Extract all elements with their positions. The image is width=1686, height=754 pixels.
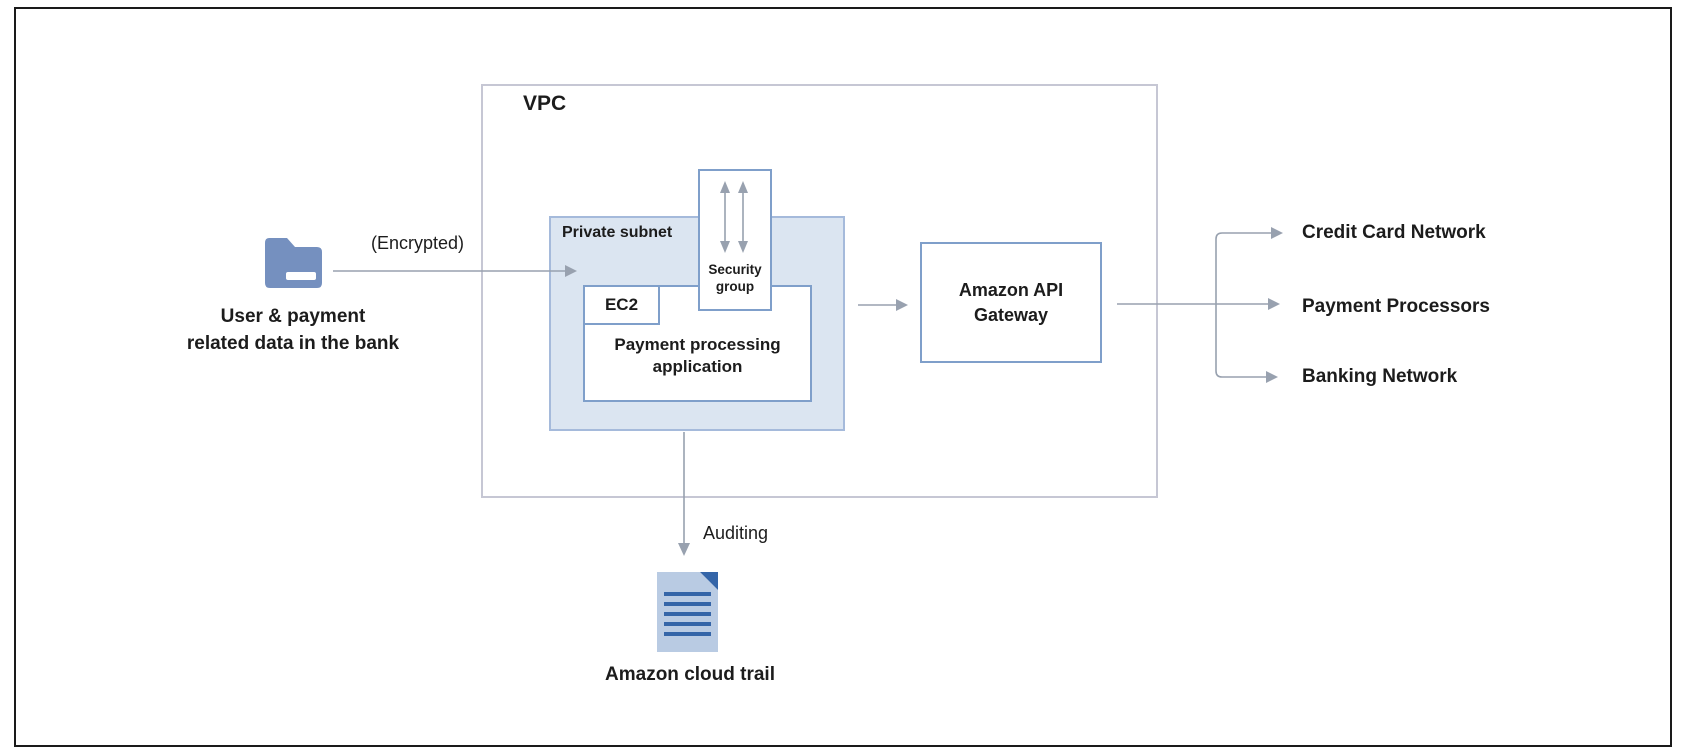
vpc-label: VPC — [523, 92, 567, 115]
ec2-box: EC2 — [583, 285, 660, 325]
folder-slot — [286, 272, 316, 280]
folder-icon — [265, 238, 322, 288]
security-group-label: Security group — [708, 262, 762, 294]
source-data-label: User & payment related data in the bank — [186, 306, 400, 354]
ec2-label: EC2 — [604, 295, 639, 314]
diagram-frame — [14, 7, 1672, 747]
document-text-lines — [664, 592, 711, 636]
encrypted-label: (Encrypted) — [370, 233, 465, 253]
auditing-label: Auditing — [703, 523, 769, 543]
payment-app-label: Payment processing application — [614, 335, 781, 376]
security-group-box — [698, 169, 772, 311]
destination-label-banking-network: Banking Network — [1302, 366, 1458, 387]
cloudtrail-label: Amazon cloud trail — [605, 664, 775, 685]
api-gateway-label: Amazon API Gateway — [958, 279, 1064, 325]
api-gateway-box: Amazon API Gateway — [920, 242, 1102, 363]
destination-label-payment-processors: Payment Processors — [1302, 296, 1490, 317]
private-subnet-label: Private subnet — [562, 224, 673, 241]
document-icon — [657, 572, 718, 652]
destination-label-credit-card-network: Credit Card Network — [1302, 222, 1486, 243]
document-fold — [700, 572, 718, 590]
